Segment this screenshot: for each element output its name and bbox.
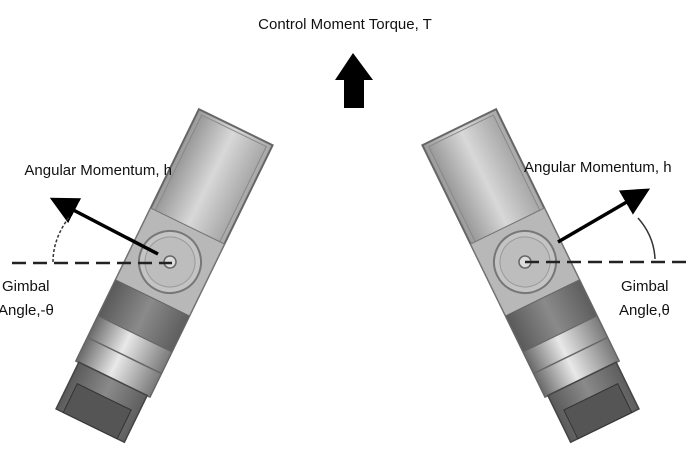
left-gyro: Angular Momentum, h Gimbal Angle,-θ bbox=[0, 108, 274, 445]
left-angle-arc bbox=[52, 215, 71, 263]
left-momentum-arrow bbox=[49, 197, 159, 256]
left-momentum-label: Angular Momentum, h bbox=[24, 162, 172, 179]
right-momentum-label: Angular Momentum, h bbox=[524, 159, 672, 176]
right-angle-arc bbox=[637, 217, 656, 260]
right-gimbal-label-line2: Angle,θ bbox=[619, 302, 670, 319]
left-gimbal-label-line2: Angle,-θ bbox=[0, 302, 54, 319]
right-momentum-arrow bbox=[557, 188, 651, 244]
right-gimbal-label-line1: Gimbal bbox=[621, 278, 669, 295]
left-gimbal-label-line1: Gimbal bbox=[2, 278, 50, 295]
right-gyro: Angular Momentum, h Gimbal Angle,θ bbox=[421, 108, 690, 445]
diagram-title: Control Moment Torque, T bbox=[258, 16, 432, 33]
torque-arrow-icon bbox=[335, 53, 373, 108]
